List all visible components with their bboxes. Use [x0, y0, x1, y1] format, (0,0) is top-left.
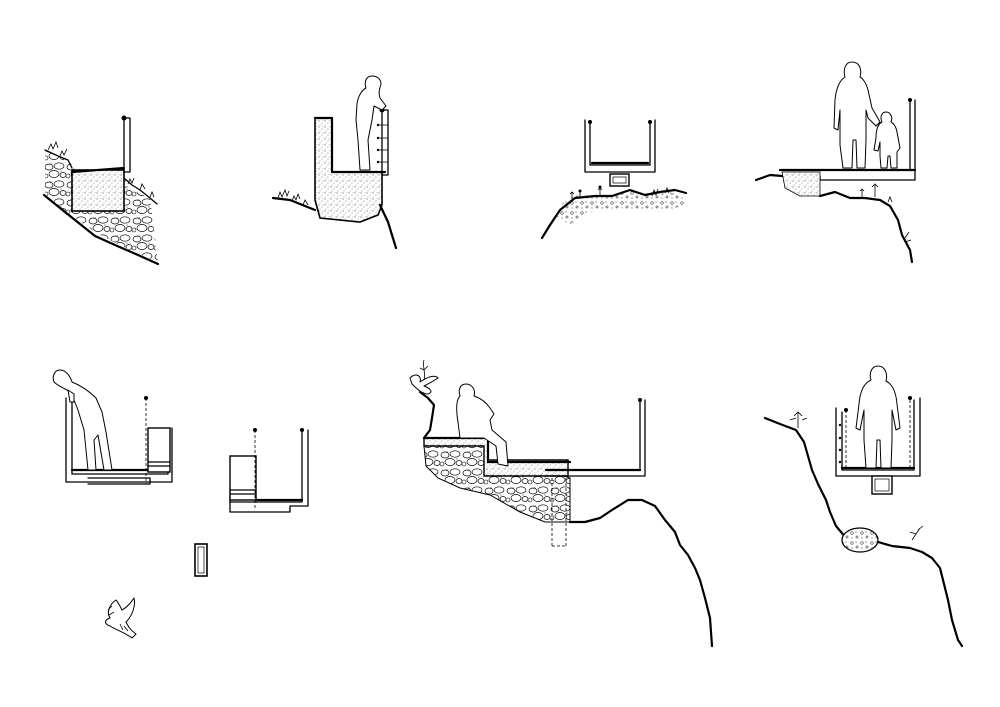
deck-lines [545, 399, 646, 477]
bird-feathers [107, 605, 129, 632]
support-block-inner [874, 478, 890, 492]
viewing-box-inner [841, 399, 915, 471]
bench-slats [147, 461, 171, 467]
flower-1 [578, 189, 582, 193]
section-3 [540, 119, 688, 240]
rail-knob [300, 428, 304, 432]
cliff-line [754, 173, 914, 264]
person-standing-icon [855, 365, 901, 469]
person-leaning-icon [52, 369, 113, 471]
sloped-ground-line [42, 193, 160, 266]
rail-knob [908, 396, 912, 400]
plant-icon [409, 374, 439, 395]
post-knob [144, 396, 148, 400]
cliff-line [418, 390, 714, 648]
base-ledge [87, 477, 151, 485]
standalone-post-inner [197, 546, 205, 574]
stepped-seat-top [422, 436, 572, 464]
ground-line [271, 196, 398, 250]
person-leaning-icon [355, 75, 387, 171]
railing [381, 109, 389, 176]
support-block-inner [612, 176, 627, 184]
post-knob [253, 428, 257, 432]
u-channel-inner [589, 122, 651, 166]
section-5 [52, 369, 173, 485]
dashed-post [845, 400, 911, 468]
ground-fill [555, 190, 685, 225]
boulder-icon [841, 527, 879, 553]
standalone-post [194, 543, 208, 577]
support-block [871, 475, 893, 495]
plant-icon [789, 411, 924, 541]
concrete-wall [314, 117, 383, 223]
rail-knob [638, 398, 642, 402]
u-channel-outer [584, 119, 656, 173]
deck-base-fill [781, 171, 821, 197]
railing-ticks [376, 123, 388, 164]
viewing-box-outer [65, 397, 173, 483]
railing-ticks [838, 423, 842, 464]
viewing-box-inner [255, 431, 303, 503]
child-silhouette-icon [873, 111, 901, 169]
wall-top-thick [313, 116, 387, 174]
plant-stem [419, 359, 429, 381]
bench-frame [229, 455, 257, 501]
plants [859, 183, 912, 243]
ground-line [540, 188, 688, 240]
flower-2 [598, 185, 602, 189]
grass [277, 188, 309, 206]
adult-silhouette-icon [833, 61, 881, 169]
section-1 [42, 115, 160, 266]
bench-cap-line [70, 166, 126, 174]
person-hand [67, 389, 75, 403]
bench-slats [229, 489, 257, 503]
section-4 [754, 61, 917, 264]
railing-knob [121, 115, 127, 121]
rail-knob-left [588, 120, 592, 124]
section-7 [409, 359, 714, 648]
bench-frame [147, 427, 171, 473]
bird-icon [105, 597, 137, 639]
rail-knob-right [648, 120, 652, 124]
section-2 [271, 75, 398, 250]
railing [123, 117, 131, 173]
section-8 [763, 365, 964, 648]
section-6 [105, 428, 309, 639]
concrete-bench [71, 169, 125, 212]
post-knob [844, 408, 848, 412]
person-seated-icon [456, 383, 509, 467]
railing-knob [908, 98, 912, 102]
viewing-box-outer [229, 429, 309, 513]
grass-tufts [47, 140, 155, 198]
